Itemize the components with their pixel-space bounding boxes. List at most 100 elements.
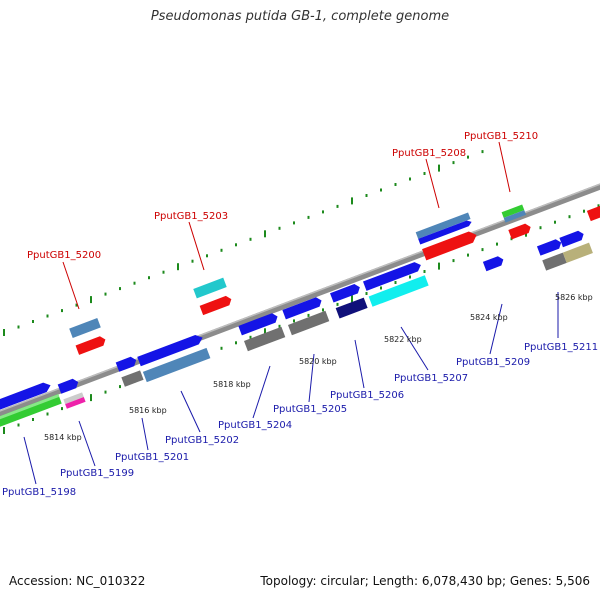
gene-5205-feature-b[interactable] (287, 310, 330, 336)
scale-label: 5814 kbp (44, 433, 82, 442)
lower-strand-genes (0, 229, 593, 429)
topology-text: Topology: circular; Length: 6,078,430 bp… (260, 574, 590, 588)
lower-callout-lines (23, 292, 559, 485)
callout-line-5205 (308, 353, 315, 403)
gene-block-edge[interactable] (586, 203, 600, 222)
upper-callout-lines (62, 141, 511, 310)
gene-5208-cds[interactable] (422, 229, 479, 261)
gene-label-5203[interactable]: PputGB1_5203 (154, 211, 228, 222)
gene-5202-feature-b[interactable] (142, 347, 211, 383)
scale-label: 5826 kbp (555, 293, 593, 302)
callout-line-5206 (354, 339, 365, 389)
gene-label-5206[interactable]: PputGB1_5206 (330, 390, 404, 401)
gene-label-5205[interactable]: PputGB1_5205 (273, 404, 347, 415)
gene-label-5201[interactable]: PputGB1_5201 (115, 452, 189, 463)
callout-line-5202 (180, 390, 201, 433)
gene-label-5200[interactable]: PputGB1_5200 (27, 250, 101, 261)
gene-block-5208[interactable] (415, 212, 479, 261)
gene-5202-feature-a[interactable] (137, 333, 204, 367)
gene-5199-feature-c[interactable] (65, 397, 86, 409)
gene-label-5199[interactable]: PputGB1_5199 (60, 468, 134, 479)
scale-label: 5820 kbp (299, 357, 337, 366)
gene-label-5211[interactable]: PputGB1_5211 (524, 342, 598, 353)
gene-label-5207[interactable]: PputGB1_5207 (394, 373, 468, 384)
gene-5210-cds[interactable] (508, 222, 532, 240)
callout-line-5208 (425, 158, 440, 209)
gene-block-5204[interactable] (238, 312, 286, 352)
gene-label-5208[interactable]: PputGB1_5208 (392, 148, 466, 159)
map-title: Pseudomonas putida GB-1, complete genome (150, 9, 450, 24)
gene-block-5201[interactable] (115, 355, 144, 387)
gene-5203-cds[interactable] (199, 295, 233, 316)
gene-5211-feature-d[interactable] (562, 242, 593, 263)
gene-5199-feature-a[interactable] (57, 377, 80, 394)
gene-5198-feature-b[interactable] (0, 394, 62, 429)
gene-5203-feature[interactable] (193, 277, 227, 299)
gene-block-5210[interactable] (501, 204, 533, 240)
gene-5205-feature-a[interactable] (282, 296, 323, 320)
genome-backbone-highlight (0, 155, 600, 440)
scale-label: 5824 kbp (470, 313, 508, 322)
gene-5211-feature-a[interactable] (536, 238, 563, 256)
gene-block-5205[interactable] (282, 296, 330, 336)
gene-5211-feature-c[interactable] (542, 252, 567, 271)
scale-label: 5818 kbp (213, 380, 251, 389)
gene-block-5206[interactable] (330, 283, 368, 319)
gene-5199-feature-b[interactable] (63, 392, 84, 405)
gene-block-5202[interactable] (137, 333, 211, 383)
gene-block-5209[interactable] (482, 255, 505, 272)
gene-5200-cds[interactable] (75, 335, 108, 355)
gene-label-5204[interactable]: PputGB1_5204 (218, 420, 292, 431)
callout-line-5207 (400, 326, 429, 371)
callout-line-5198 (23, 436, 37, 485)
genome-backbone (0, 155, 600, 445)
gene-5206-feature-a[interactable] (330, 283, 362, 303)
callout-line-5199 (78, 420, 96, 467)
gene-block-5199[interactable] (57, 377, 86, 409)
scale-label: 5822 kbp (384, 335, 422, 344)
upper-strand-genes (69, 203, 600, 355)
upper-gene-labels: PputGB1_5200 PputGB1_5203 PputGB1_5208 P… (27, 131, 538, 261)
accession-text: Accession: NC_010322 (9, 574, 146, 588)
scale-labels: 5814 kbp 5816 kbp 5818 kbp 5820 kbp 5822… (44, 293, 593, 442)
callout-line-5203 (188, 221, 205, 271)
gene-5201-feature-b[interactable] (121, 370, 144, 387)
gene-block-5207[interactable] (362, 260, 429, 307)
gene-5208-feature-a[interactable] (415, 212, 471, 239)
gene-label-5198[interactable]: PputGB1_5198 (2, 487, 76, 498)
gene-5210-feature-b[interactable] (503, 210, 527, 223)
lower-tick-row (3, 204, 600, 434)
gene-5208-feature-b[interactable] (418, 219, 473, 245)
gene-block-5203[interactable] (193, 277, 233, 316)
gene-label-5209[interactable]: PputGB1_5209 (456, 357, 530, 368)
gene-edge-cds[interactable] (586, 203, 600, 222)
gene-5206-feature-b[interactable] (335, 297, 368, 319)
callout-line-5210 (498, 141, 511, 193)
callout-line-5209 (489, 303, 503, 355)
gene-5211-feature-b[interactable] (559, 229, 585, 248)
gene-block-5198[interactable] (0, 379, 62, 429)
gene-label-5202[interactable]: PputGB1_5202 (165, 435, 239, 446)
scale-label: 5816 kbp (129, 406, 167, 415)
lower-gene-labels: PputGB1_5198 PputGB1_5199 PputGB1_5201 P… (2, 342, 598, 498)
gene-5200-feature[interactable] (69, 318, 101, 338)
upper-tick-row (3, 150, 484, 336)
gene-5210-feature-a[interactable] (501, 204, 525, 218)
gene-label-5210[interactable]: PputGB1_5210 (464, 131, 538, 142)
callout-line-5200 (62, 261, 80, 310)
gene-5204-feature-b[interactable] (243, 326, 286, 352)
gene-5207-feature-a[interactable] (362, 260, 423, 291)
gene-5209-feature[interactable] (482, 255, 505, 272)
gene-5204-feature-a[interactable] (238, 312, 279, 336)
gene-5198-highlight (0, 394, 60, 422)
gene-5201-feature-a[interactable] (115, 355, 138, 372)
gene-block-5211[interactable] (536, 229, 593, 271)
gene-5207-feature-b[interactable] (368, 275, 429, 307)
callout-line-5204 (252, 365, 271, 419)
gene-5198-feature-a[interactable] (0, 381, 52, 414)
callout-line-5201 (141, 417, 149, 451)
backbone-group (0, 155, 600, 445)
gene-block-5200[interactable] (69, 318, 107, 355)
